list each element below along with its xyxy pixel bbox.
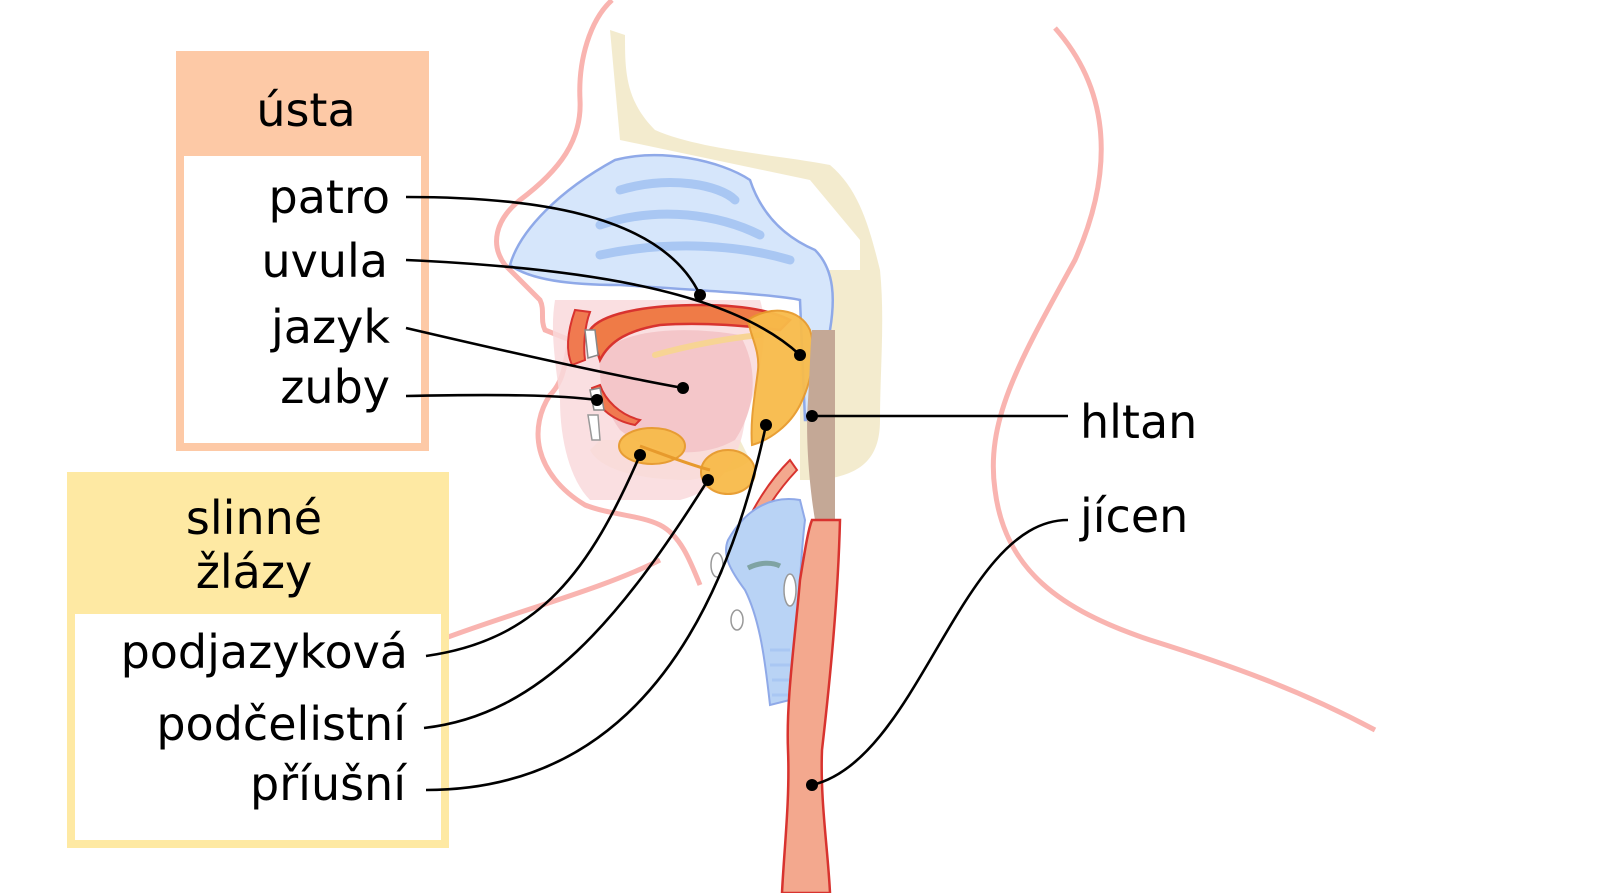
vocal-fold [746, 560, 782, 571]
leader-dot-podjazykova [634, 449, 646, 461]
upper-lip [567, 308, 592, 367]
anatomy-illustration [228, 0, 1377, 893]
upper-tooth [584, 329, 599, 359]
salivary-group-box: slinné žlázy podjazyková podčelistní pří… [67, 472, 449, 848]
leader-lines [405, 195, 1069, 792]
uvula-area [746, 309, 815, 447]
leader-dot-jazyk [677, 382, 689, 394]
leader-dot-jicen [806, 779, 818, 791]
leader-zuby [405, 393, 598, 402]
leader-patro [405, 195, 702, 296]
mouth-title: ústa [256, 83, 355, 137]
neck-back-outline [990, 26, 1377, 733]
leader-dot-hltan [806, 410, 818, 422]
cartilage-2 [783, 573, 797, 607]
chin-tooth [587, 414, 601, 441]
leader-dot-uvula [794, 349, 806, 361]
mouth-group-box: ústa patro uvula jazyk zuby [176, 51, 429, 451]
submandibular-gland [700, 449, 756, 495]
leader-jazyk [405, 326, 684, 390]
trachea-rings [770, 648, 790, 697]
leader-podcelistni [423, 479, 710, 730]
nasal-conchae [595, 178, 795, 265]
leader-jicen [811, 518, 1069, 787]
leader-dot-priusni [760, 419, 772, 431]
label-hltan: hltan [1080, 395, 1197, 449]
label-jazyk: jazyk [270, 300, 390, 354]
label-zuby: zuby [280, 360, 390, 414]
pharynx [807, 330, 835, 520]
label-podcelistni: podčelistní [156, 697, 407, 751]
salivary-box-header [67, 472, 449, 614]
mouth-box-header [176, 51, 429, 156]
label-patro: patro [269, 170, 390, 224]
leader-dot-patro [694, 289, 706, 301]
label-podjazykova: podjazyková [121, 625, 408, 679]
salivary-title-line2: žlázy [196, 545, 312, 599]
label-uvula: uvula [262, 234, 389, 288]
leader-uvula [405, 258, 801, 356]
label-jicen: jícen [1079, 489, 1188, 543]
cartilage-3 [730, 609, 744, 631]
leader-priusni [425, 424, 768, 792]
label-priusni: příušní [250, 757, 407, 811]
salivary-duct [639, 444, 711, 472]
leader-dot-podcelistni [702, 474, 714, 486]
leader-podjazykova [425, 454, 642, 658]
nasal-cavity [508, 154, 834, 422]
salivary-title-line1: slinné [186, 491, 322, 545]
esophagus [780, 518, 842, 893]
palate-line [652, 332, 763, 358]
leader-dot-zuby [591, 394, 603, 406]
